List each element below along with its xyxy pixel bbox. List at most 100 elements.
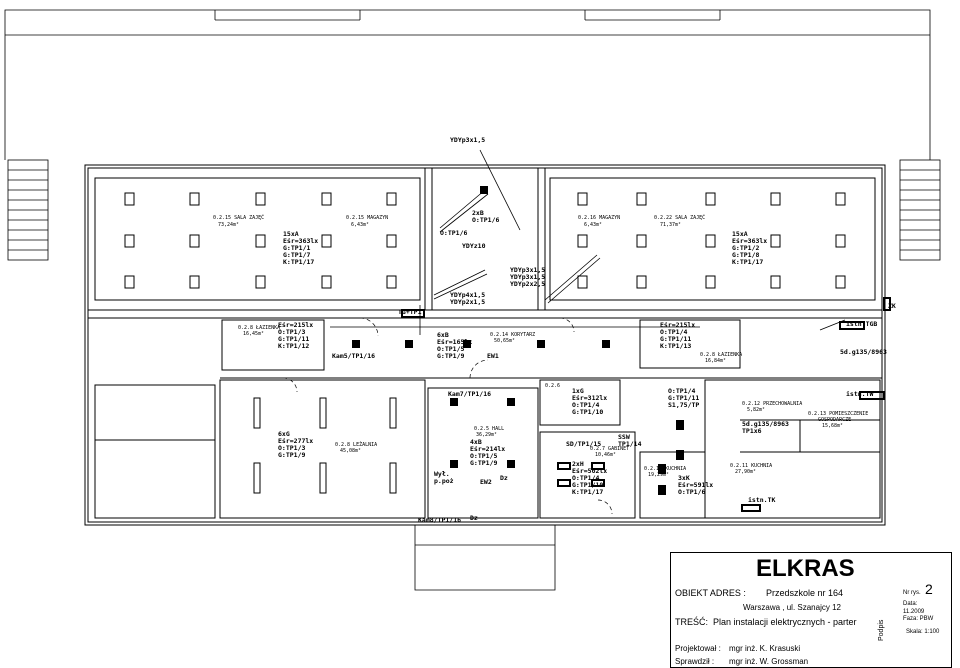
svg-text:4xB: 4xB	[470, 438, 482, 446]
svg-text:0.2.6: 0.2.6	[545, 383, 560, 389]
svg-text:Eśr=591lx: Eśr=591lx	[678, 481, 713, 489]
subject-value: Plan instalacji elektrycznych - parter	[713, 617, 857, 627]
upper-building-outline	[4, 9, 931, 160]
svg-text:0.2.15 MAGAZYN: 0.2.15 MAGAZYN	[346, 215, 388, 221]
date-value: 11.2009	[903, 609, 925, 615]
svg-text:K:TP1/17: K:TP1/17	[572, 488, 603, 496]
svg-text:0.2.22 SALA ZAJĘĆ: 0.2.22 SALA ZAJĘĆ	[654, 214, 705, 221]
svg-text:YDYp2x2,5: YDYp2x2,5	[510, 280, 545, 288]
svg-text:SSW: SSW	[618, 433, 630, 441]
south-entrance	[414, 525, 556, 591]
svg-text:0.2.7 GABINET: 0.2.7 GABINET	[590, 446, 629, 452]
lezalnia-fixtures	[253, 397, 397, 494]
svg-text:YDYp3x1,5: YDYp3x1,5	[510, 273, 545, 281]
svg-text:Dz: Dz	[470, 514, 478, 522]
svg-text:O:TP1/6: O:TP1/6	[678, 488, 705, 496]
svg-text:36,29m²: 36,29m²	[476, 432, 497, 438]
svg-text:K:TP1/17: K:TP1/17	[732, 258, 763, 266]
right-stairs	[899, 159, 941, 261]
svg-text:15xA: 15xA	[732, 230, 748, 238]
svg-text:0.2.15 SALA ZAJĘĆ: 0.2.15 SALA ZAJĘĆ	[213, 214, 264, 221]
svg-text:istn.TGB: istn.TGB	[846, 320, 877, 328]
svg-text:O:TP1/3: O:TP1/3	[278, 444, 305, 452]
svg-text:TG+TP1: TG+TP1	[398, 308, 422, 316]
svg-text:G:TP1/11: G:TP1/11	[660, 335, 691, 343]
svg-text:0.2.8 ŁAZIENKA: 0.2.8 ŁAZIENKA	[238, 325, 280, 331]
address: Warszawa , ul. Szanajcy 12	[743, 603, 841, 612]
svg-text:K:TP1/17: K:TP1/17	[283, 258, 314, 266]
svg-text:O:TP1/4: O:TP1/4	[660, 328, 687, 336]
cable-routes	[330, 149, 846, 335]
svg-text:G:TP1/9: G:TP1/9	[278, 451, 305, 459]
svg-text:YDYp4x1,5: YDYp4x1,5	[450, 291, 485, 299]
interior-walls	[88, 168, 882, 519]
svg-text:5d.g135/8963: 5d.g135/8963	[742, 420, 789, 428]
svg-text:0.2.10 KUCHNIA: 0.2.10 KUCHNIA	[644, 466, 686, 472]
svg-text:istn.TK: istn.TK	[748, 496, 775, 504]
svg-text:G:TP1/1: G:TP1/1	[283, 244, 310, 252]
svg-text:6xB: 6xB	[437, 331, 449, 339]
left-stairs	[7, 159, 49, 261]
object-label: OBIEKT ADRES :	[675, 588, 746, 598]
svg-text:10,46m²: 10,46m²	[595, 452, 616, 458]
designer-value: mgr inż. K. Krasuski	[729, 644, 801, 653]
svg-text:16,84m²: 16,84m²	[705, 358, 726, 364]
svg-text:5d.g135/8963: 5d.g135/8963	[840, 348, 887, 356]
svg-text:O:TP1/5: O:TP1/5	[470, 452, 497, 460]
svg-text:EW1: EW1	[487, 352, 499, 360]
svg-text:Eśr=214lx: Eśr=214lx	[470, 445, 505, 453]
signature-label: Podpis	[878, 619, 885, 641]
panel-boxes	[401, 297, 891, 512]
svg-text:Kam8/TP1/16: Kam8/TP1/16	[418, 516, 461, 524]
east-room-fixtures	[577, 192, 846, 289]
svg-text:O:TP1/6: O:TP1/6	[472, 216, 499, 224]
svg-text:3xK: 3xK	[678, 474, 690, 482]
svg-text:G:TP1/2: G:TP1/2	[732, 244, 759, 252]
svg-text:GOSPODARCZE: GOSPODARCZE	[818, 417, 851, 423]
subject-label: TREŚĆ:	[675, 617, 709, 627]
svg-text:19,29m²: 19,29m²	[648, 472, 669, 478]
svg-text:0.2.11 KUCHNIA: 0.2.11 KUCHNIA	[730, 463, 772, 469]
svg-text:ZK: ZK	[888, 302, 896, 310]
svg-text:O:TP1/6: O:TP1/6	[440, 229, 467, 237]
svg-text:G:TP1/11: G:TP1/11	[668, 394, 699, 402]
drawing-no-label: Nr rys.	[903, 590, 921, 596]
svg-text:0.2.13 POMIESZCZENIE: 0.2.13 POMIESZCZENIE	[808, 411, 868, 417]
svg-text:EW2: EW2	[480, 478, 492, 486]
svg-text:27,90m²: 27,90m²	[735, 469, 756, 475]
svg-text:16,45m²: 16,45m²	[243, 331, 264, 337]
hall-fixtures	[450, 398, 684, 495]
svg-text:YDYp3x1,5: YDYp3x1,5	[510, 266, 545, 274]
svg-text:1xG: 1xG	[572, 387, 584, 395]
svg-text:Eśr=312lx: Eśr=312lx	[572, 394, 607, 402]
company-name: ELKRAS	[756, 555, 855, 582]
svg-text:O:TP1/5: O:TP1/5	[437, 345, 464, 353]
svg-text:Eśr=363lx: Eśr=363lx	[283, 237, 318, 245]
checker-value: mgr inż. W. Grossman	[729, 657, 809, 666]
svg-text:p.poż: p.poż	[434, 477, 454, 485]
svg-text:Eśr=277lx: Eśr=277lx	[278, 437, 313, 445]
svg-text:K:TP1/12: K:TP1/12	[278, 342, 309, 350]
svg-text:Eśr=502lx: Eśr=502lx	[572, 467, 607, 475]
svg-text:6xG: 6xG	[278, 430, 290, 438]
svg-text:0.2.8 LEŻALNIA: 0.2.8 LEŻALNIA	[335, 441, 377, 448]
title-block: ELKRAS Nr rys. 2 OBIEKT ADRES : Przedszk…	[670, 552, 952, 668]
svg-text:TP1/14: TP1/14	[618, 440, 642, 448]
exterior-walls	[84, 164, 886, 526]
svg-text:G:TP1/10: G:TP1/10	[572, 481, 603, 489]
svg-text:O:TP1/3: O:TP1/3	[278, 328, 305, 336]
svg-text:Eśr=165lx: Eśr=165lx	[437, 338, 472, 346]
svg-text:O:TP1/4: O:TP1/4	[572, 474, 599, 482]
svg-text:2xB: 2xB	[472, 209, 484, 217]
svg-text:YDYp2x1,5: YDYp2x1,5	[450, 298, 485, 306]
phase: Faza: PBW	[903, 616, 934, 622]
svg-text:YDYz10: YDYz10	[462, 242, 486, 250]
svg-text:Wył.: Wył.	[434, 470, 450, 478]
svg-text:G:TP1/10: G:TP1/10	[572, 408, 603, 416]
svg-text:73,24m²: 73,24m²	[218, 222, 239, 228]
svg-text:71,37m²: 71,37m²	[660, 222, 681, 228]
svg-text:50,65m²: 50,65m²	[494, 338, 515, 344]
svg-text:K:TP1/13: K:TP1/13	[660, 342, 691, 350]
drawing-number: 2	[925, 581, 933, 597]
